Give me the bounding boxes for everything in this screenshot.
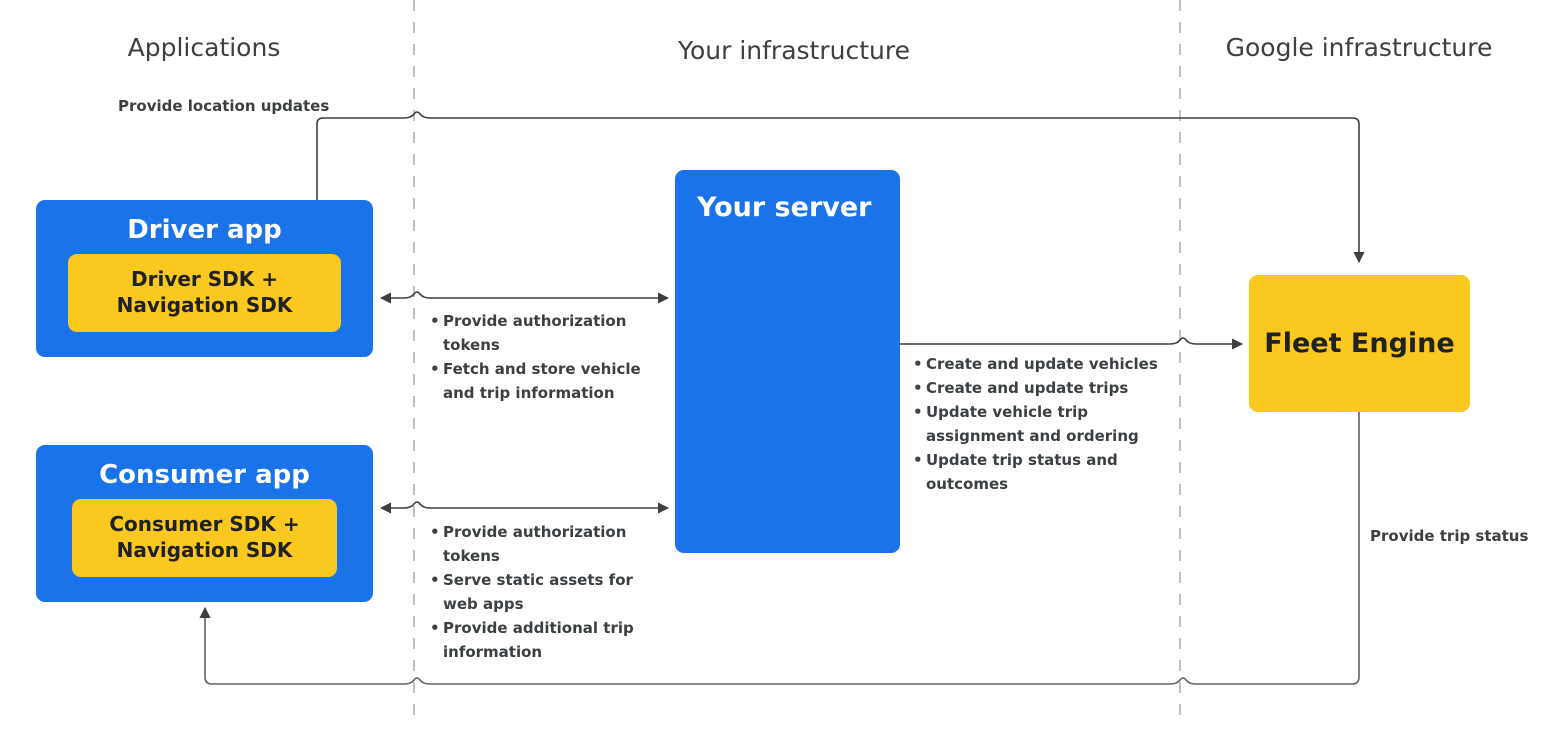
list-item: Create and update trips <box>913 376 1158 400</box>
label-provide-trip-status: Provide trip status <box>1370 527 1529 545</box>
box-your-server[interactable]: Your server <box>675 170 900 553</box>
column-header-google-infrastructure: Google infrastructure <box>1225 33 1493 62</box>
box-consumer-app-title: Consumer app <box>99 460 310 490</box>
box-driver-sdk[interactable]: Driver SDK + Navigation SDK <box>68 253 341 332</box>
list-item: Provide additional trip information <box>430 616 640 664</box>
box-driver-app-title: Driver app <box>127 215 282 245</box>
list-item: Serve static assets for web apps <box>430 568 640 616</box>
box-consumer-sdk-line2: Navigation SDK <box>116 537 293 562</box>
box-driver-app[interactable]: Driver app Driver SDK + Navigation SDK <box>36 200 373 357</box>
box-fleet-engine-title: Fleet Engine <box>1264 328 1455 359</box>
list-item: Fetch and store vehicle and trip informa… <box>430 357 648 405</box>
box-consumer-sdk[interactable]: Consumer SDK + Navigation SDK <box>72 498 337 577</box>
column-header-your-infrastructure: Your infrastructure <box>678 36 910 65</box>
wire-consumer-server <box>379 501 670 514</box>
label-provide-location-updates: Provide location updates <box>118 97 330 115</box>
box-fleet-engine[interactable]: Fleet Engine <box>1249 275 1470 412</box>
bullets-server-engine: Create and update vehicles Create and up… <box>913 352 1158 496</box>
box-consumer-app[interactable]: Consumer app Consumer SDK + Navigation S… <box>36 445 373 602</box>
list-item: Provide authorization tokens <box>430 309 648 357</box>
box-your-server-title: Your server <box>697 192 872 223</box>
list-item: Create and update vehicles <box>913 352 1158 376</box>
list-item: Update trip status and outcomes <box>913 448 1158 496</box>
column-header-applications: Applications <box>127 33 281 62</box>
box-driver-sdk-line2: Navigation SDK <box>116 292 293 317</box>
bullets-driver-server: Provide authorization tokens Fetch and s… <box>430 309 648 405</box>
box-driver-sdk-line1: Driver SDK + <box>131 267 278 291</box>
bullets-consumer-server: Provide authorization tokens Serve stati… <box>430 520 640 664</box>
list-item: Update vehicle trip assignment and order… <box>913 400 1158 448</box>
box-consumer-sdk-line1: Consumer SDK + <box>109 512 300 536</box>
list-item: Provide authorization tokens <box>430 520 640 568</box>
wire-server-engine <box>900 337 1244 350</box>
wire-driver-server <box>379 291 670 304</box>
